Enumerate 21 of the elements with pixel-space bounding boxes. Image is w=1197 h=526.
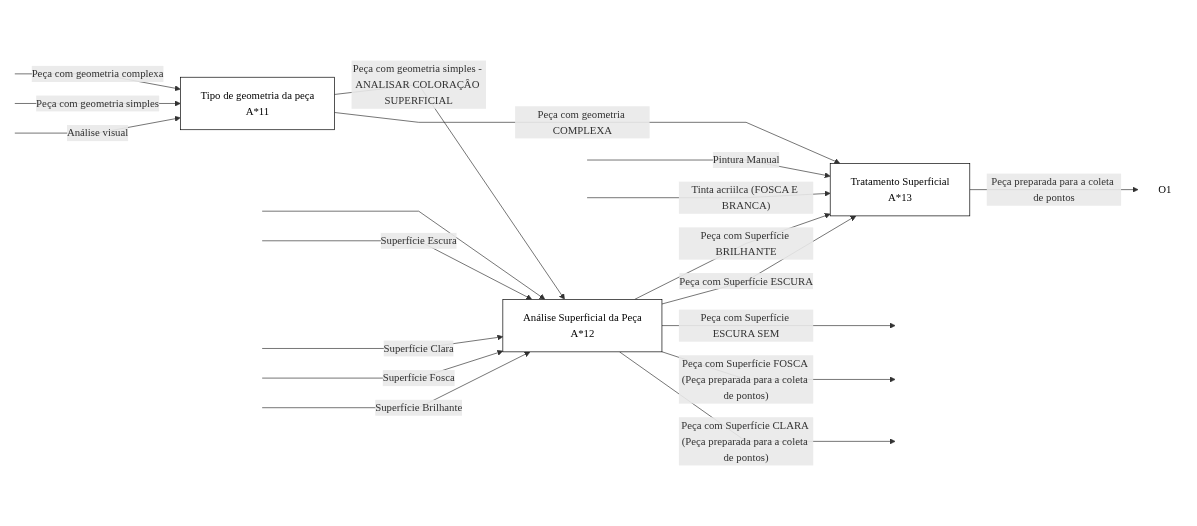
edge-label: Peça com Superfície ESCURA SEM [700, 311, 789, 340]
node-box: Tratamento Superficial A*13 [829, 163, 971, 217]
edge-label: Peça com Superfície BRILHANTE [700, 229, 789, 257]
edge-label: Peça com geometria simples - ANALISAR COLORAÇÂO SUPERFICIAL [352, 62, 482, 107]
edge-label: Peça com Superfície CLARA (Peça preparada para a coleta de pontos) [681, 419, 809, 463]
edge-label: Peça com geometria simples [36, 97, 160, 109]
edge-label: Superfície Escura [380, 234, 457, 247]
node-box: Tipo de geometria da peça A*11 [180, 76, 335, 131]
edge-label: Análise visual [66, 127, 129, 139]
edge-label: Tinta acriilca (FOSCA E BRANCA) [691, 183, 798, 212]
node-box: Análise Superficial da Peça A*12 [502, 299, 663, 353]
edge-label: Pintura Manual [712, 153, 780, 166]
edge-label: Peça com geometria complexa [31, 67, 164, 80]
edge-label: Peça com Superfície FOSCA (Peça preparada para a coleta de pontos) [681, 357, 808, 401]
edge-label: Superfície Clara [383, 342, 454, 354]
edge-label: Peça com geometria COMPLEXA [537, 108, 625, 136]
edge-label: Superfície Brilhante [375, 401, 463, 414]
edge-label: Peça preparada para a coleta de pontos [991, 175, 1114, 204]
edge-label: Superfície Fosca [382, 372, 455, 384]
edge-label: Peça com Superfície ESCURA [679, 275, 813, 287]
node-text: O1 [1158, 183, 1172, 196]
